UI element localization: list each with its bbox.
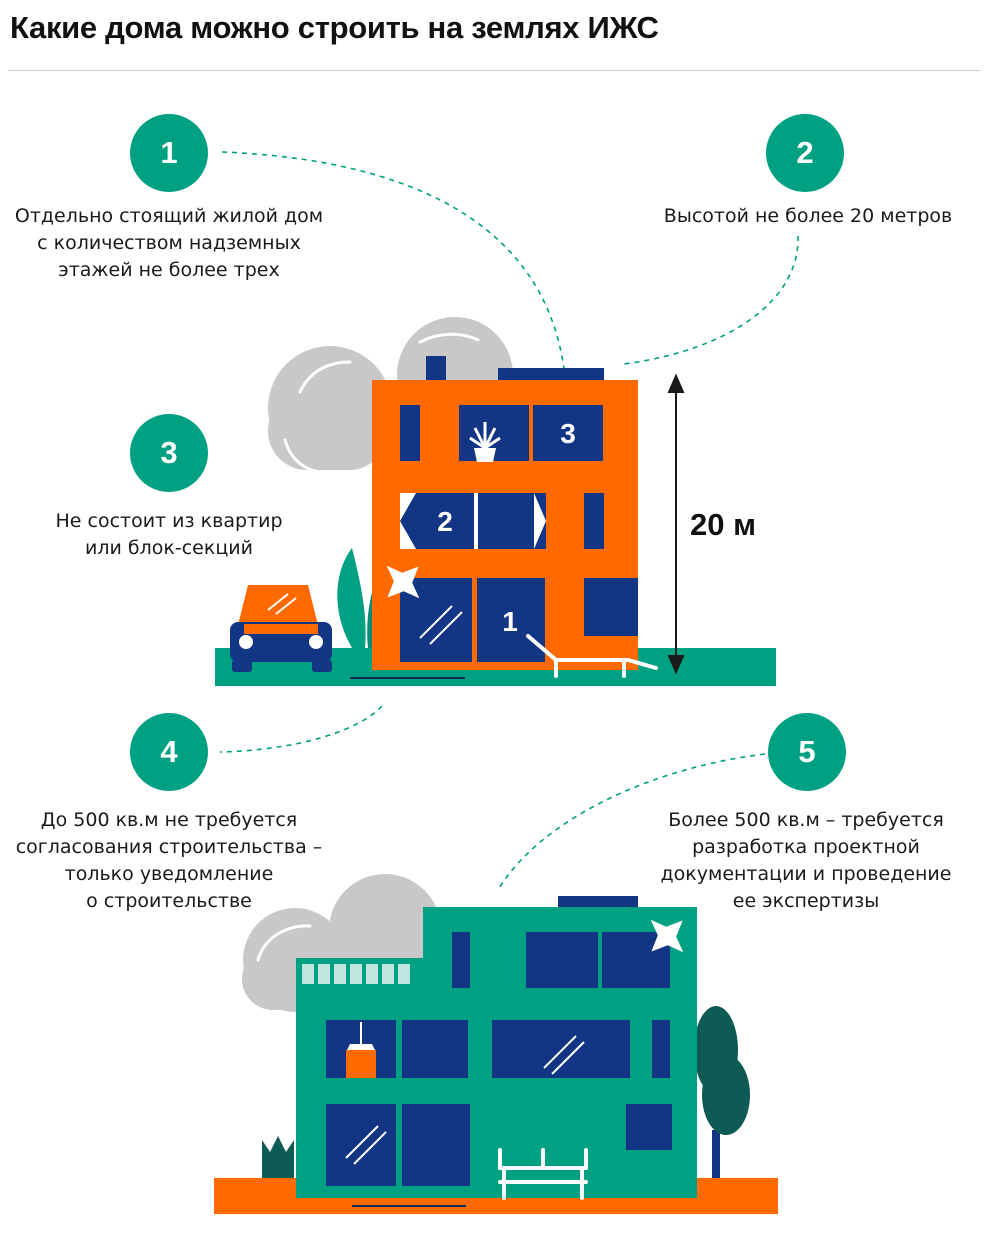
- tree-icon: [694, 1006, 750, 1178]
- sparkle-icon: [386, 565, 420, 599]
- badge-2: 2: [766, 114, 844, 192]
- top-house-scene: 3 2 1 20 м: [215, 317, 776, 686]
- lamp-icon: [346, 1022, 376, 1078]
- badge-4: 4: [130, 713, 208, 791]
- height-label: 20 м: [690, 507, 756, 542]
- bottom-house-scene: [214, 874, 778, 1214]
- page-title: Какие дома можно строить на землях ИЖС: [10, 10, 659, 45]
- height-arrow: [667, 373, 685, 675]
- floor-label-1: 1: [502, 606, 518, 637]
- point-2-text: Высотой не более 20 метров: [663, 205, 953, 227]
- floor-label-3: 3: [560, 418, 576, 449]
- plant-icon: [469, 422, 501, 462]
- car-icon: [230, 585, 332, 672]
- sunbed-icon: [526, 634, 658, 678]
- sparkle-icon-2: [650, 919, 684, 953]
- point-1-text: Отдельно стоящий жилой дом с количеством…: [14, 205, 324, 281]
- bench-icon: [498, 1148, 588, 1200]
- badge-1: 1: [130, 114, 208, 192]
- badge-3: 3: [130, 414, 208, 492]
- floor-label-2: 2: [437, 506, 453, 537]
- point-5-text: Более 500 кв.м – требуется разработка пр…: [660, 809, 952, 912]
- dashed-connectors: [219, 151, 799, 891]
- point-3-text: Не состоит из квартир или блок-секций: [55, 510, 283, 559]
- title-divider: [8, 70, 980, 71]
- badge-5: 5: [768, 713, 846, 791]
- point-4-text: До 500 кв.м не требуется согласования ст…: [15, 809, 323, 912]
